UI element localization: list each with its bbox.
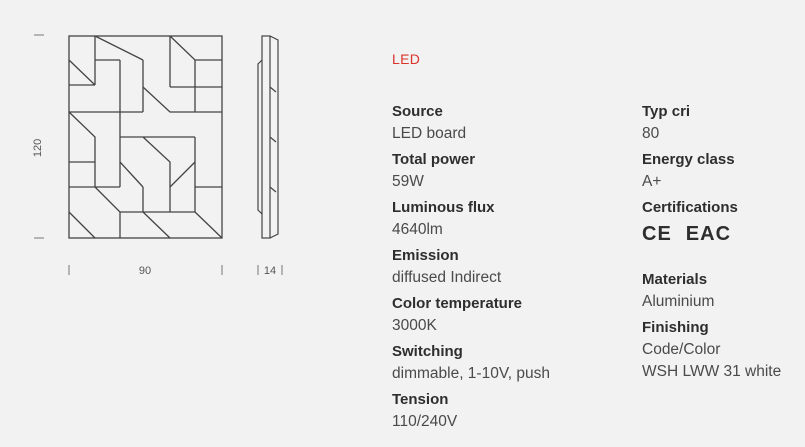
certification-marks: CE EAC <box>642 221 805 247</box>
width-dimension-label: 90 <box>139 265 151 277</box>
side-view <box>257 35 279 239</box>
spec-column-left: Source LED board Total power 59W Luminou… <box>392 101 612 437</box>
spec-label: Tension <box>392 391 449 408</box>
spec-value: dimmable, 1-10V, push <box>392 365 550 382</box>
spec-label: Finishing <box>642 319 709 336</box>
spec-materials: Materials Aluminium <box>642 269 805 317</box>
spec-emission: Emission diffused Indirect <box>392 245 612 293</box>
spec-value: 59W <box>392 173 424 190</box>
spec-luminous-flux: Luminous flux 4640lm <box>392 197 612 245</box>
spec-label: Materials <box>642 271 708 288</box>
spec-color-temperature: Color temperature 3000K <box>392 293 612 341</box>
spec-tension: Tension 110/240V <box>392 389 612 437</box>
spec-value: 3000K <box>392 317 437 334</box>
spec-source: Source LED board <box>392 101 612 149</box>
finish-code: WSH LWW 31 white <box>642 363 782 380</box>
spec-energy-class: Energy class A+ <box>642 149 805 197</box>
spec-label: Switching <box>392 343 463 360</box>
spec-label: Luminous flux <box>392 199 495 216</box>
led-label: LED <box>392 51 421 67</box>
spec-column-right: Typ cri 80 Energy class A+ Certification… <box>642 101 805 387</box>
height-dimension-label: 120 <box>32 139 44 157</box>
ce-mark-icon: CE <box>642 222 672 245</box>
spec-finishing: Finishing Code/Color WSH LWW 31 white <box>642 317 805 387</box>
spec-certifications: Certifications CE EAC <box>642 197 805 245</box>
spec-label: Energy class <box>642 151 735 168</box>
spec-label: Color temperature <box>392 295 523 312</box>
spec-value: Aluminium <box>642 293 715 310</box>
spec-total-power: Total power 59W <box>392 149 612 197</box>
spec-value: 80 <box>642 125 660 142</box>
eac-mark-icon: EAC <box>685 222 732 245</box>
front-view <box>68 35 223 239</box>
spec-typ-cri: Typ cri 80 <box>642 101 805 149</box>
spec-value: 4640lm <box>392 221 443 238</box>
spec-label: Certifications <box>642 199 738 216</box>
spec-label: Source <box>392 103 443 120</box>
spec-value: diffused Indirect <box>392 269 502 286</box>
spec-label: Typ cri <box>642 103 691 120</box>
spec-value: 110/240V <box>392 413 458 430</box>
depth-dimension-label: 14 <box>264 265 276 277</box>
spec-label: Emission <box>392 247 459 264</box>
spec-value: A+ <box>642 173 662 190</box>
technical-drawing: 120 90 14 <box>32 34 283 277</box>
spec-value: Code/Color <box>642 341 721 358</box>
spec-switching: Switching dimmable, 1-10V, push <box>392 341 612 389</box>
spec-value: LED board <box>392 125 467 142</box>
spec-label: Total power <box>392 151 476 168</box>
